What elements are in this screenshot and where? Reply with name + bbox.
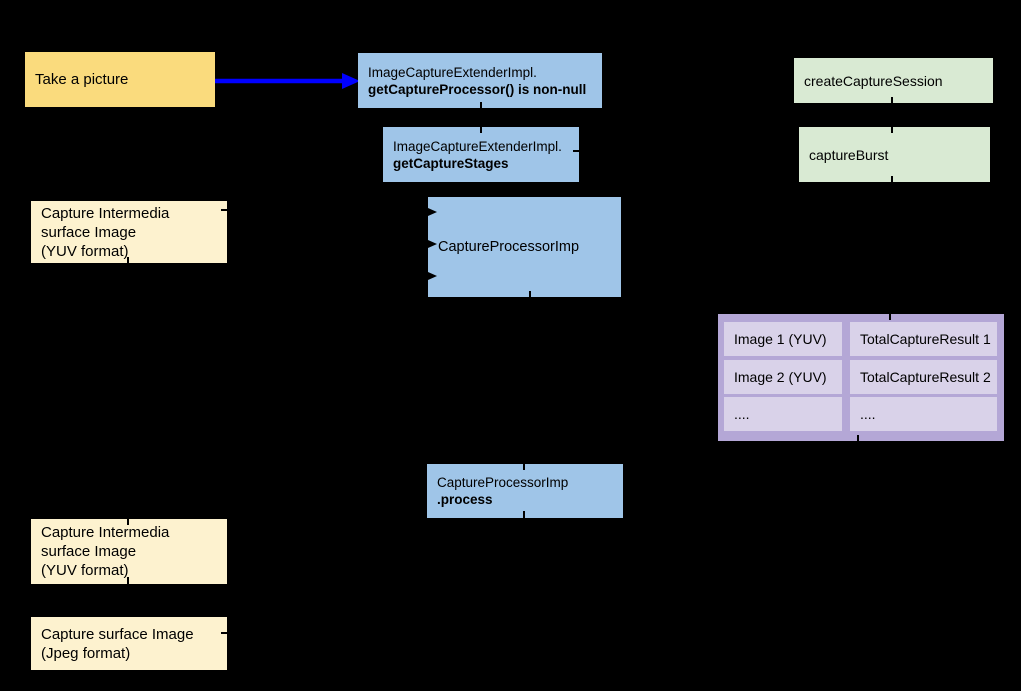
node-line2: surface Image (41, 543, 137, 560)
arrowhead-icon (428, 208, 437, 216)
cell-text: TotalCaptureResult 2 (860, 368, 991, 385)
node-line3: (YUV format) (41, 242, 129, 260)
connector-mark (523, 464, 525, 470)
node-line1: Capture Intermedia (41, 204, 170, 222)
cell-text: Image 2 (YUV) (734, 368, 827, 385)
table-cell-result-more: .... (850, 397, 997, 431)
node-label: CaptureProcessorImp (438, 238, 580, 255)
connector-mark (127, 577, 129, 584)
table-cell-image-1: Image 1 (YUV) (724, 322, 842, 356)
cell-text: .... (734, 406, 750, 422)
connector-mark (480, 102, 482, 109)
node-label: createCaptureSession (804, 72, 943, 89)
connector-mark (127, 257, 129, 264)
node-line1: Capture surface Image (41, 625, 194, 643)
connector-mark (529, 291, 531, 298)
node-line2: getCaptureStages (393, 155, 509, 171)
node-line1: ImageCaptureExtenderImpl. (393, 138, 562, 154)
cell-text: Image 1 (YUV) (734, 331, 827, 347)
arrowhead-icon (428, 272, 437, 280)
connector-mark (891, 176, 893, 182)
connector-mark (889, 314, 891, 320)
node-label: Take a picture (35, 71, 129, 88)
connector-mark (857, 435, 859, 442)
node-capture-intermedia-surface-yuv-top: Capture Intermedia surface Image (YUV fo… (31, 201, 227, 263)
node-capture-processor-process: CaptureProcessorImp .process (427, 464, 623, 518)
node-line2: surface Image (41, 223, 137, 241)
table-cell-result-2: TotalCaptureResult 2 (850, 359, 997, 394)
table-cell-image-more: .... (724, 397, 842, 431)
node-line2: (Jpeg format) (41, 644, 131, 662)
node-line3: (YUV format) (41, 562, 129, 579)
node-take-a-picture: Take a picture (25, 52, 215, 107)
node-capture-surface-jpeg: Capture surface Image (Jpeg format) (31, 617, 227, 670)
connector-mark (221, 209, 227, 211)
node-label: captureBurst (809, 146, 889, 163)
flow-arrow-icon (215, 73, 360, 89)
connector-mark (891, 127, 893, 133)
table-cell-result-1: TotalCaptureResult 1 (850, 322, 997, 356)
table-cell-image-2: Image 2 (YUV) (724, 359, 842, 394)
connector-mark (523, 511, 525, 518)
connector-mark (221, 632, 227, 634)
connector-mark (480, 127, 482, 133)
cell-text: TotalCaptureResult 1 (860, 331, 991, 347)
arrowhead-icon (428, 240, 437, 248)
connector-mark (891, 97, 893, 104)
connector-mark (573, 150, 580, 152)
node-capture-processor-imp: CaptureProcessorImp (428, 197, 621, 297)
node-capture-burst: captureBurst (799, 127, 990, 182)
node-line1: CaptureProcessorImp (437, 475, 569, 490)
connector-mark (127, 519, 129, 525)
node-create-capture-session: createCaptureSession (794, 58, 993, 103)
node-line1: Capture Intermedia (41, 524, 170, 541)
node-line1: ImageCaptureExtenderImpl. (368, 64, 537, 80)
node-get-capture-processor: ImageCaptureExtenderImpl. getCaptureProc… (358, 53, 602, 108)
cell-text: .... (860, 406, 876, 422)
node-line2: getCaptureProcessor() is non-null (368, 81, 587, 97)
node-line2: .process (437, 492, 493, 507)
node-capture-intermedia-surface-yuv-bottom: Capture Intermedia surface Image (YUV fo… (31, 519, 227, 584)
capture-result-table: Image 1 (YUV) TotalCaptureResult 1 Image… (718, 314, 1004, 441)
node-get-capture-stages: ImageCaptureExtenderImpl. getCaptureStag… (383, 127, 579, 182)
